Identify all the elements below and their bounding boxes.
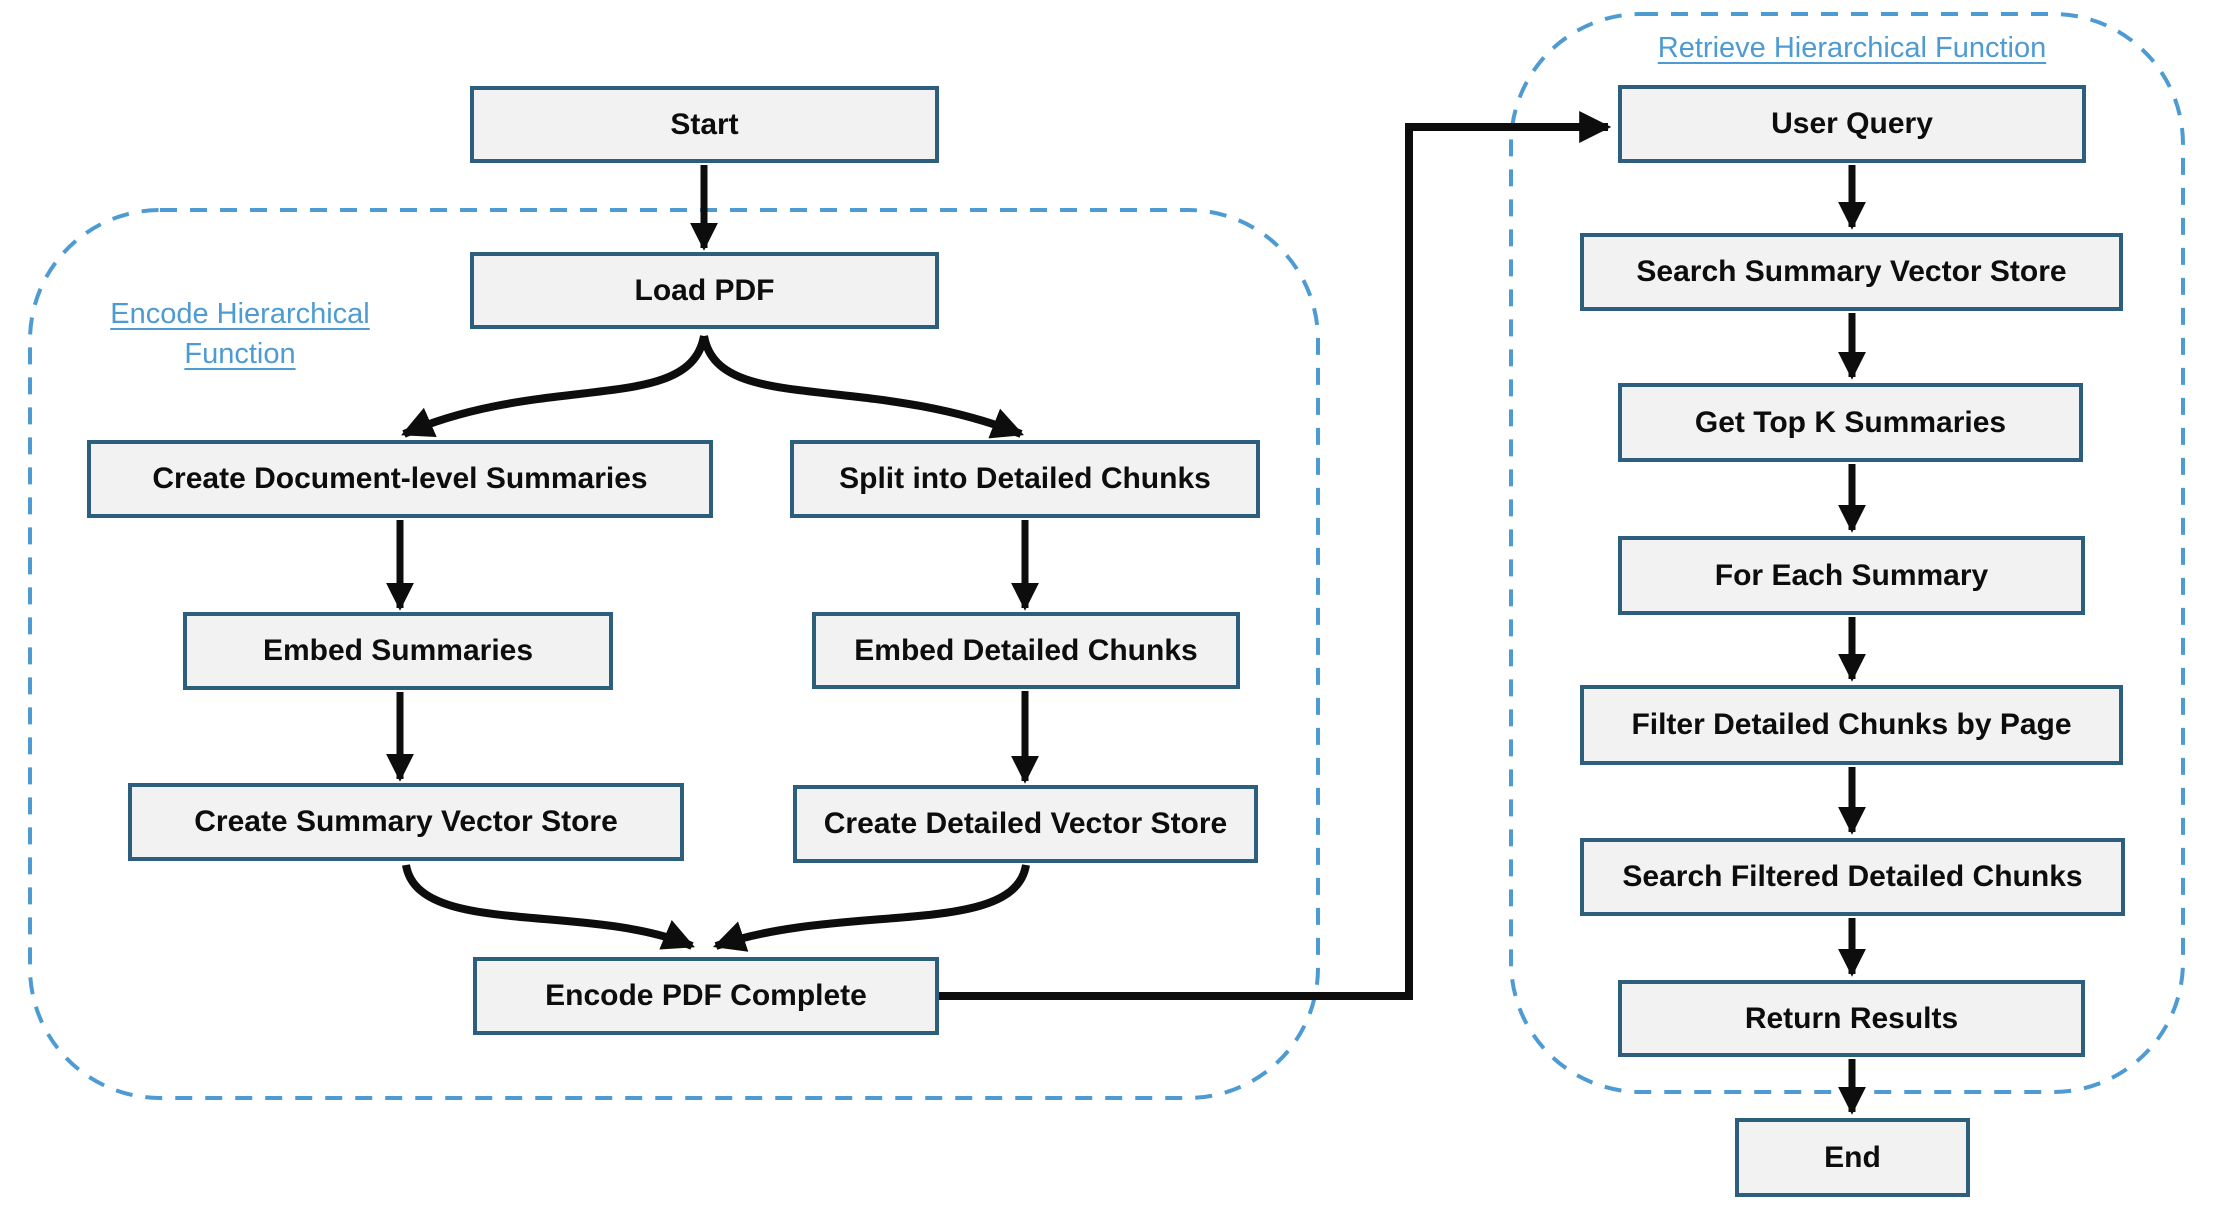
node-create-summary-store: Create Summary Vector Store (128, 783, 684, 861)
encode-group-label: Encode Hierarchical Function (110, 298, 370, 371)
node-for-each-summary: For Each Summary (1618, 536, 2085, 615)
node-embed-detailed-chunks: Embed Detailed Chunks (812, 612, 1240, 689)
node-encode-pdf-complete: Encode PDF Complete (473, 957, 939, 1035)
node-split-detailed-chunks: Split into Detailed Chunks (790, 440, 1260, 518)
node-search-summary-store: Search Summary Vector Store (1580, 233, 2123, 311)
node-create-doc-summaries: Create Document-level Summaries (87, 440, 713, 518)
node-embed-summaries: Embed Summaries (183, 612, 613, 690)
encode-group-frame (28, 208, 1320, 1100)
node-start: Start (470, 86, 939, 163)
node-end: End (1735, 1118, 1970, 1197)
curve-loadpdf-to-split (700, 335, 1024, 439)
node-return-results: Return Results (1618, 980, 2085, 1057)
node-get-top-k: Get Top K Summaries (1618, 383, 2083, 462)
node-search-filtered-chunks: Search Filtered Detailed Chunks (1580, 838, 2125, 916)
node-create-detailed-store: Create Detailed Vector Store (793, 785, 1258, 863)
curve-summarystore-to-complete (402, 864, 695, 950)
node-filter-chunks-by-page: Filter Detailed Chunks by Page (1580, 685, 2123, 765)
curve-loadpdf-to-docsummaries (401, 335, 708, 438)
retrieve-group-label: Retrieve Hierarchical Function (1657, 32, 2047, 64)
node-user-query: User Query (1618, 85, 2086, 163)
elbow-complete-to-userquery (937, 111, 1612, 1000)
curve-detailedstore-to-complete (712, 864, 1030, 952)
node-load-pdf: Load PDF (470, 252, 939, 329)
